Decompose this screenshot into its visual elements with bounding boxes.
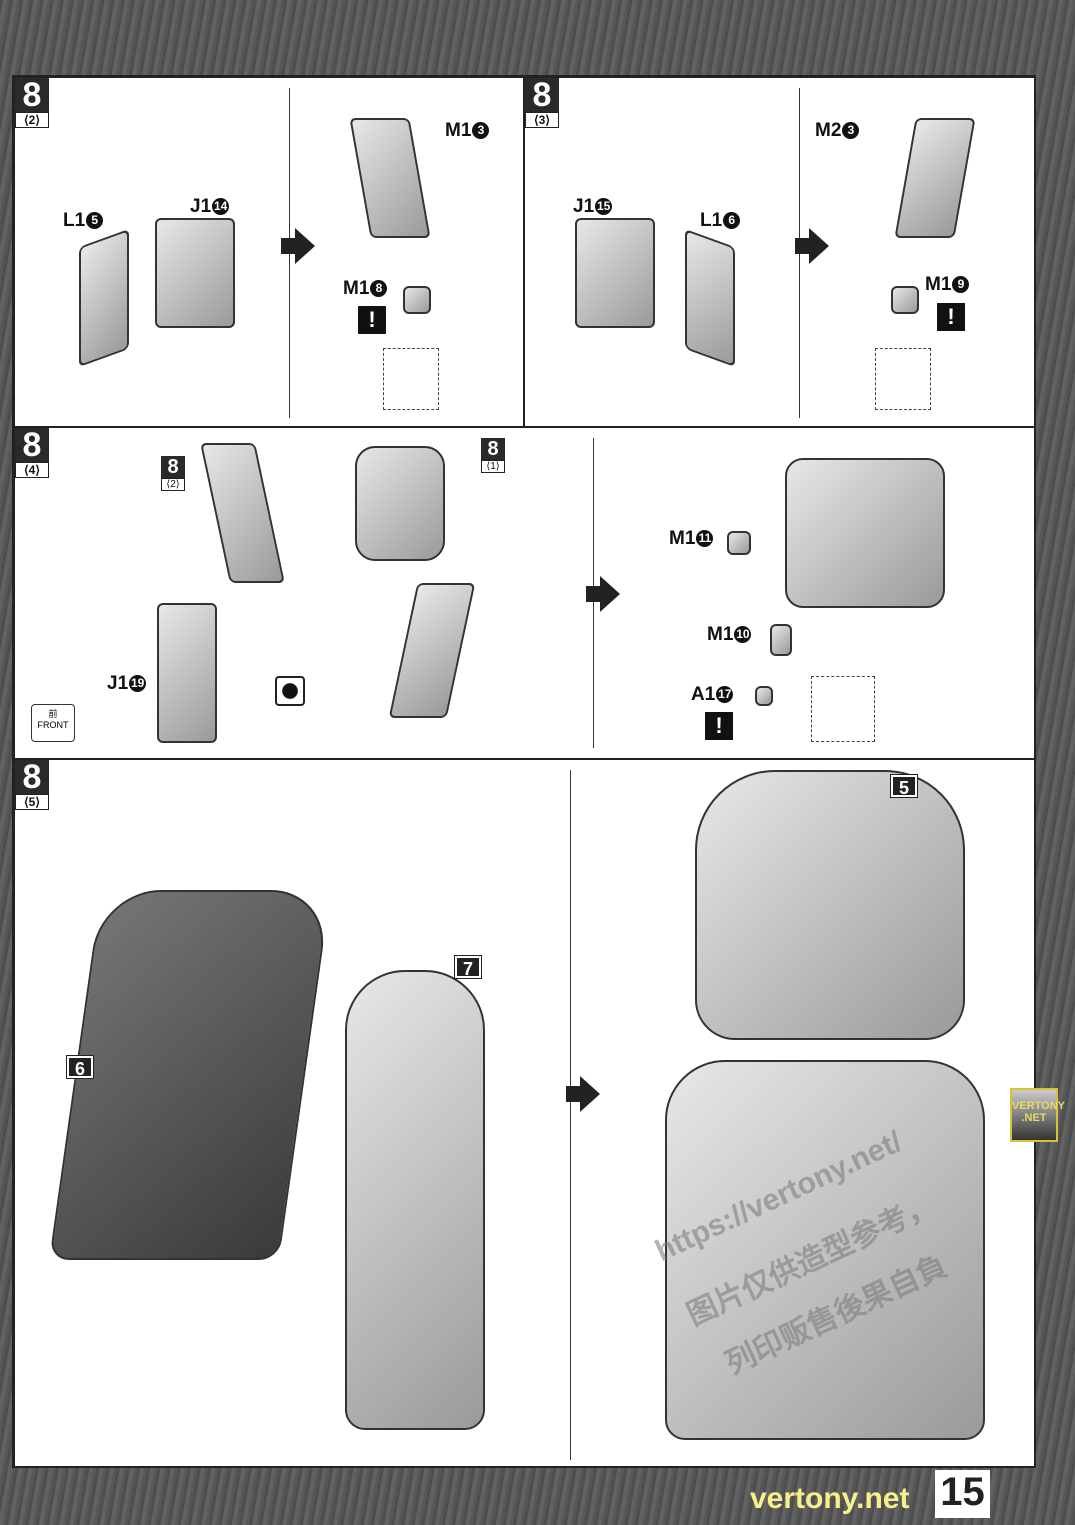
next-arrow-icon — [795, 228, 829, 264]
detail-box — [811, 676, 875, 742]
step-badge: 8⟨2⟩ — [15, 78, 49, 128]
part-body-core — [355, 446, 445, 561]
next-arrow-icon — [566, 1076, 600, 1112]
part-a1-17 — [755, 686, 773, 706]
round-icon — [275, 676, 305, 706]
assembly-5-upper-body — [695, 770, 965, 1040]
site-watermark: vertony.net — [750, 1482, 910, 1515]
vertony-logo: VERTONY .NET — [1010, 1088, 1065, 1142]
part-assembled — [349, 118, 431, 238]
part-m1-11 — [727, 531, 751, 555]
part-m1-8 — [403, 286, 431, 314]
step-badge: 8⟨5⟩ — [15, 760, 49, 810]
part-l1-6 — [685, 228, 735, 368]
detail-box — [875, 348, 931, 410]
part-upper-arm — [200, 443, 285, 583]
assembly-7-leg — [345, 970, 485, 1430]
part-j1-15 — [575, 218, 655, 328]
part-j1-14 — [155, 218, 235, 328]
part-m1-10 — [770, 624, 792, 656]
step-badge: 8⟨4⟩ — [15, 428, 49, 478]
step-badge: 8⟨3⟩ — [525, 78, 559, 128]
assembly-number-7: 7 — [454, 955, 482, 979]
ref-step-8-1: 8⟨1⟩ — [481, 438, 505, 473]
caution-icon: ! — [358, 306, 386, 334]
next-arrow-icon — [586, 576, 620, 612]
part-j1-19 — [157, 603, 217, 743]
part-torso-assembled — [785, 458, 945, 608]
assembly-number-5: 5 — [890, 774, 918, 798]
assembly-lower-body — [665, 1060, 985, 1440]
divider — [570, 770, 571, 1460]
page-number: 15 — [935, 1470, 990, 1518]
part-l1-5 — [79, 228, 129, 368]
assembly-number-6: 6 — [66, 1055, 94, 1079]
caution-icon: ! — [937, 303, 965, 331]
part-other-arm — [388, 583, 476, 718]
next-arrow-icon — [281, 228, 315, 264]
ref-step-8-2: 8⟨2⟩ — [161, 456, 185, 491]
caution-icon: ! — [705, 712, 733, 740]
part-assembled — [894, 118, 976, 238]
part-m1-9 — [891, 286, 919, 314]
step-8-5-panel: 8⟨5⟩ 6 7 5 https://vertony.net/ 图片仅供造型参考… — [14, 759, 1036, 1468]
detail-box — [383, 348, 439, 410]
